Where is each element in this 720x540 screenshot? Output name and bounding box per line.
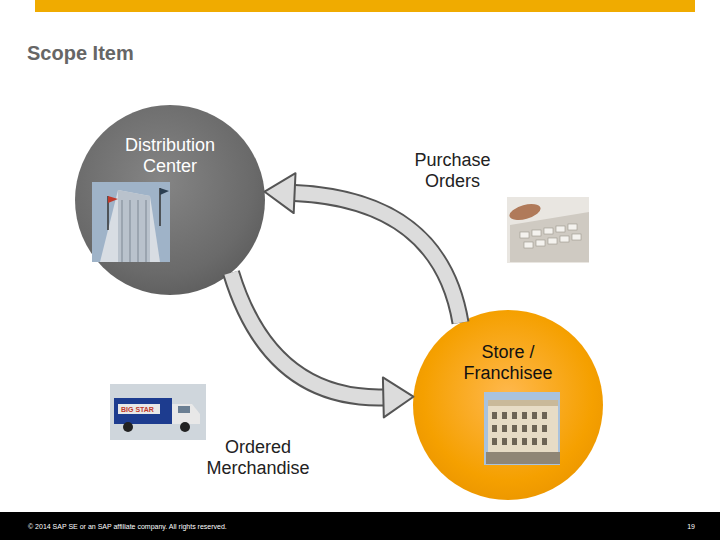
- arrow-body: [231, 273, 383, 398]
- top-bar: [35, 0, 695, 12]
- arrow-outline: [295, 193, 461, 323]
- curved-arrow: [231, 273, 413, 418]
- hotel-photo: [484, 392, 560, 465]
- curved-arrow: [265, 173, 461, 323]
- arrow-head: [265, 173, 296, 213]
- arrow-outline: [231, 273, 383, 398]
- svg-text:BIG STAR: BIG STAR: [121, 406, 154, 413]
- footer-bar: [0, 512, 720, 540]
- keyboard-photo: [507, 197, 589, 263]
- arrow-body: [295, 193, 461, 323]
- slide-title: Scope Item: [27, 42, 134, 65]
- node-label: Distribution Center: [110, 135, 230, 177]
- edge-label: Ordered Merchandise: [178, 437, 338, 479]
- page-number: 19: [687, 522, 695, 531]
- edge-label: Purchase Orders: [395, 150, 510, 192]
- arrow-head: [383, 377, 414, 417]
- building-photo: [92, 182, 170, 262]
- copyright-note: © 2014 SAP SE or an SAP affiliate compan…: [28, 522, 227, 531]
- node-label: Store / Franchisee: [448, 342, 568, 384]
- truck-photo: BIG STAR: [110, 384, 206, 440]
